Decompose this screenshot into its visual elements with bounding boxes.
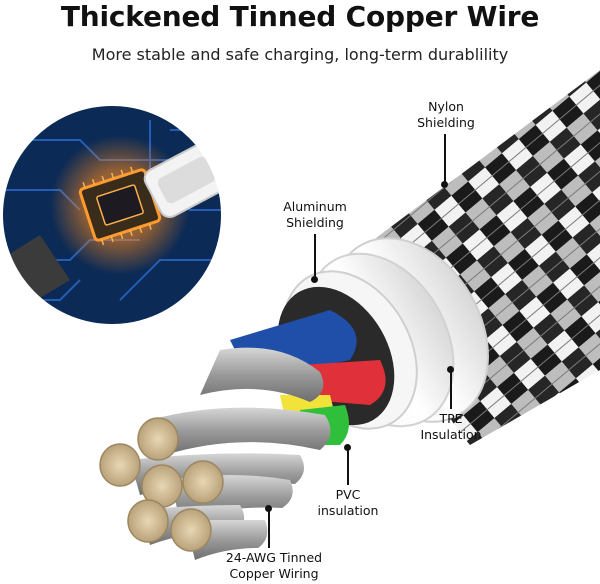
- tpe-leader-dot: [447, 366, 454, 373]
- pvc-insulation-label: PVC insulation: [306, 487, 390, 519]
- copper-label-line-1: 24-AWG Tinned: [220, 550, 328, 566]
- aluminum-leader-dot: [311, 276, 318, 283]
- pvc-label-line-1: PVC: [306, 487, 390, 503]
- tpe-insulation-label: TPE Insulation: [408, 411, 494, 443]
- copper-label-line-2: Copper Wiring: [220, 566, 328, 582]
- tpe-leader-line: [450, 370, 452, 409]
- tpe-label-line-2: Insulation: [408, 427, 494, 443]
- aluminum-leader-line: [314, 234, 316, 278]
- copper-leader-line: [268, 508, 270, 548]
- pvc-leader-line: [347, 447, 349, 485]
- nylon-label-line-1: Nylon: [405, 99, 487, 115]
- nylon-leader-line: [444, 134, 446, 184]
- pvc-label-line-2: insulation: [306, 503, 390, 519]
- aluminum-shielding-label: Aluminum Shielding: [272, 199, 358, 231]
- copper-wiring-label: 24-AWG Tinned Copper Wiring: [220, 550, 328, 582]
- copper-leader-dot: [265, 505, 272, 512]
- aluminum-label-line-2: Shielding: [272, 215, 358, 231]
- pvc-leader-dot: [344, 444, 351, 451]
- aluminum-label-line-1: Aluminum: [272, 199, 358, 215]
- nylon-leader-dot: [441, 181, 448, 188]
- nylon-label-line-2: Shielding: [405, 115, 487, 131]
- tpe-label-line-1: TPE: [408, 411, 494, 427]
- nylon-shielding-label: Nylon Shielding: [405, 99, 487, 131]
